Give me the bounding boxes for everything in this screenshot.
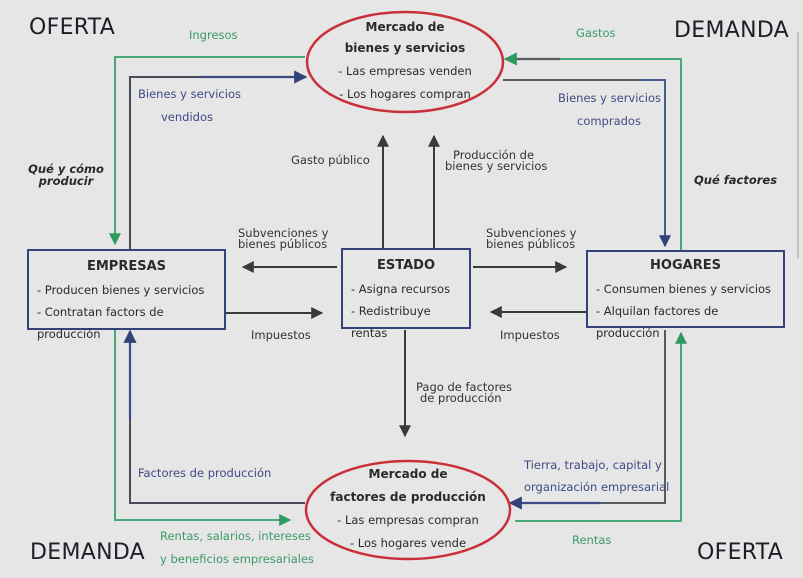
- goods-market-item: - Los hogares compran: [339, 87, 471, 101]
- label-goods-sold-2: vendidos: [161, 110, 213, 124]
- factor-market-item: - Los hogares vende: [349, 536, 467, 550]
- corner-label-bottom-right: OFERTA: [697, 540, 784, 565]
- label-pago-factores-1: Pago de factores: [416, 380, 512, 394]
- label-rentas-salarios-2: y beneficios empresariales: [160, 552, 315, 566]
- factor-market-title-1: Mercado de: [368, 467, 448, 481]
- flow-goods-sold-line: [129, 76, 305, 249]
- label-subv-left-1: Subvenciones y: [238, 226, 329, 240]
- label-gasto-publico: Gasto público: [291, 153, 370, 167]
- label-que-como-1: Qué y cómo: [28, 162, 104, 176]
- firms-item: - Contratan factors de producción: [37, 305, 164, 341]
- label-rentas-salarios-1: Rentas, salarios, intereses: [160, 529, 311, 543]
- flow-rentas-line: [515, 331, 687, 522]
- label-tierra-2: organización empresarial: [524, 480, 670, 494]
- corner-label-top-right: DEMANDA: [674, 18, 790, 43]
- state-title: ESTADO: [376, 258, 435, 273]
- state-item: - Asigna recursos: [351, 282, 451, 296]
- goods-market-item: - Las empresas venden: [338, 64, 472, 78]
- goods-market-title-1: Mercado de: [365, 20, 445, 34]
- label-subv-left-2: bienes públicos: [238, 237, 328, 251]
- label-subv-right: Subvenciones y bienes públicos: [486, 226, 577, 251]
- label-subv-left: Subvenciones y bienes públicos: [238, 226, 329, 251]
- state-box: ESTADO - Asigna recursos - Redistribuye …: [341, 248, 471, 340]
- label-que-factores: Qué factores: [694, 173, 778, 187]
- label-rentas: Rentas: [572, 533, 612, 547]
- label-que-como: Qué y cómo producir: [28, 163, 104, 187]
- households-box: HOGARES - Consumen bienes y servicios - …: [586, 250, 785, 340]
- factor-market-item: - Las empresas compran: [337, 513, 479, 527]
- households-item: - Consumen bienes y servicios: [596, 282, 772, 296]
- firms-item: - Producen bienes y servicios: [37, 283, 205, 297]
- label-goods-bought-1: Bienes y servicios: [558, 91, 661, 105]
- corner-label-bottom-left: DEMANDA: [30, 540, 146, 565]
- state-item: - Redistribuye rentas: [351, 304, 431, 340]
- right-edge-line: [797, 32, 799, 258]
- goods-market: Mercado de bienes y servicios - Las empr…: [310, 16, 500, 106]
- label-produccion-1: Producción de: [453, 148, 535, 162]
- flow-gastos-line: [510, 58, 682, 250]
- label-subv-right-1: Subvenciones y: [486, 226, 577, 240]
- label-pago-factores-2: de producción: [420, 391, 502, 405]
- label-impuestos-right: Impuestos: [500, 328, 560, 342]
- factor-market-outline: [304, 459, 512, 561]
- factor-market-title-2: factores de producción: [330, 490, 486, 504]
- goods-market-outline: [305, 10, 505, 114]
- label-ingresos: Ingresos: [189, 28, 238, 42]
- households-title: HOGARES: [650, 258, 721, 273]
- label-gastos: Gastos: [576, 26, 616, 40]
- label-pago-factores: Pago de factores de producción: [416, 380, 512, 405]
- label-subv-right-2: bienes públicos: [486, 237, 576, 251]
- label-factores-produccion: Factores de producción: [138, 466, 272, 480]
- label-goods-sold-1: Bienes y servicios: [138, 87, 241, 101]
- firms-box: EMPRESAS - Producen bienes y servicios -…: [27, 249, 226, 341]
- corner-label-top-left: OFERTA: [29, 15, 116, 40]
- flow-rentas-salarios-line: [114, 330, 292, 526]
- label-que-como-2: producir: [38, 174, 94, 188]
- label-produccion-2: bienes y servicios: [445, 159, 548, 173]
- label-produccion: Producción de bienes y servicios: [445, 148, 548, 173]
- label-goods-bought-2: comprados: [577, 114, 641, 128]
- flow-tierra-line: [512, 330, 666, 504]
- firms-title: EMPRESAS: [86, 259, 167, 274]
- goods-market-title-2: bienes y servicios: [344, 41, 466, 55]
- factor-market: Mercado de factores de producción - Las …: [310, 463, 506, 555]
- label-impuestos-left: Impuestos: [251, 328, 311, 342]
- label-tierra-1: Tierra, trabajo, capital y: [524, 458, 662, 472]
- flow-ingresos-line: [109, 56, 305, 246]
- households-item: - Alquilan factores de producción: [596, 304, 719, 340]
